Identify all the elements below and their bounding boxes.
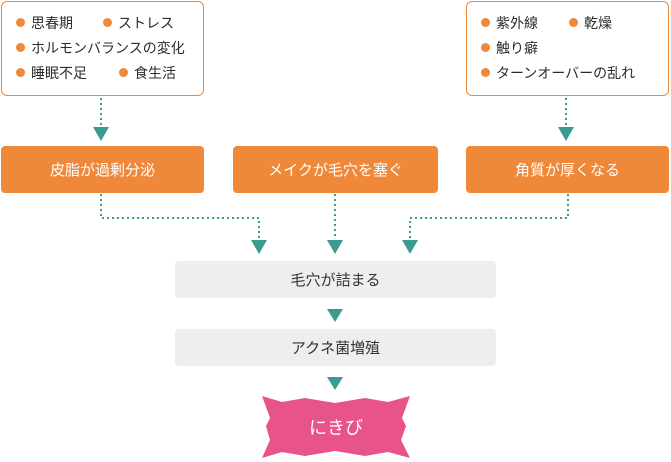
bullet-dot-icon xyxy=(481,18,490,27)
arrow-down-icon xyxy=(251,240,267,254)
cause-item: 思春期 xyxy=(16,15,73,33)
bullet-dot-icon xyxy=(16,68,25,77)
step-pores-clogged: 毛穴が詰まる xyxy=(175,261,496,298)
bullet-dot-icon xyxy=(481,68,490,77)
cause-item: ホルモンバランスの変化 xyxy=(16,40,185,58)
cause-item: 食生活 xyxy=(119,65,176,83)
arrow-down-icon xyxy=(327,240,343,254)
bullet-dot-icon xyxy=(16,43,25,52)
cause-item: 紫外線 xyxy=(481,15,538,33)
arrow-down-icon xyxy=(93,127,109,141)
bullet-dot-icon xyxy=(481,43,490,52)
cause-item: 触り癖 xyxy=(481,40,538,58)
arrow-down-icon xyxy=(402,240,418,254)
factor-makeup-box: メイクが毛穴を塞ぐ xyxy=(233,146,438,193)
bullet-dot-icon xyxy=(569,18,578,27)
cause-item: ターンオーバーの乱れ xyxy=(481,65,635,83)
step-acne-bacteria: アクネ菌増殖 xyxy=(175,329,496,366)
right-causes-box: 紫外線 乾燥 触り癖 ターンオーバーの乱れ xyxy=(466,1,669,96)
factor-sebum-box: 皮脂が過剰分泌 xyxy=(1,146,204,193)
cause-item: 睡眠不足 xyxy=(16,65,87,83)
cause-item: ストレス xyxy=(103,15,174,33)
arrow-down-icon xyxy=(558,127,574,141)
acne-burst-shape xyxy=(262,396,410,458)
bullet-dot-icon xyxy=(103,18,112,27)
bullet-dot-icon xyxy=(119,68,128,77)
bullet-dot-icon xyxy=(16,18,25,27)
arrow-down-icon xyxy=(327,377,343,390)
cause-item: 乾燥 xyxy=(569,15,612,33)
left-causes-box: 思春期 ストレス ホルモンバランスの変化 睡眠不足 食生活 xyxy=(1,1,204,96)
factor-keratin-box: 角質が厚くなる xyxy=(466,146,669,193)
arrow-down-icon xyxy=(327,309,343,322)
result-acne-label: にきび xyxy=(309,418,363,439)
